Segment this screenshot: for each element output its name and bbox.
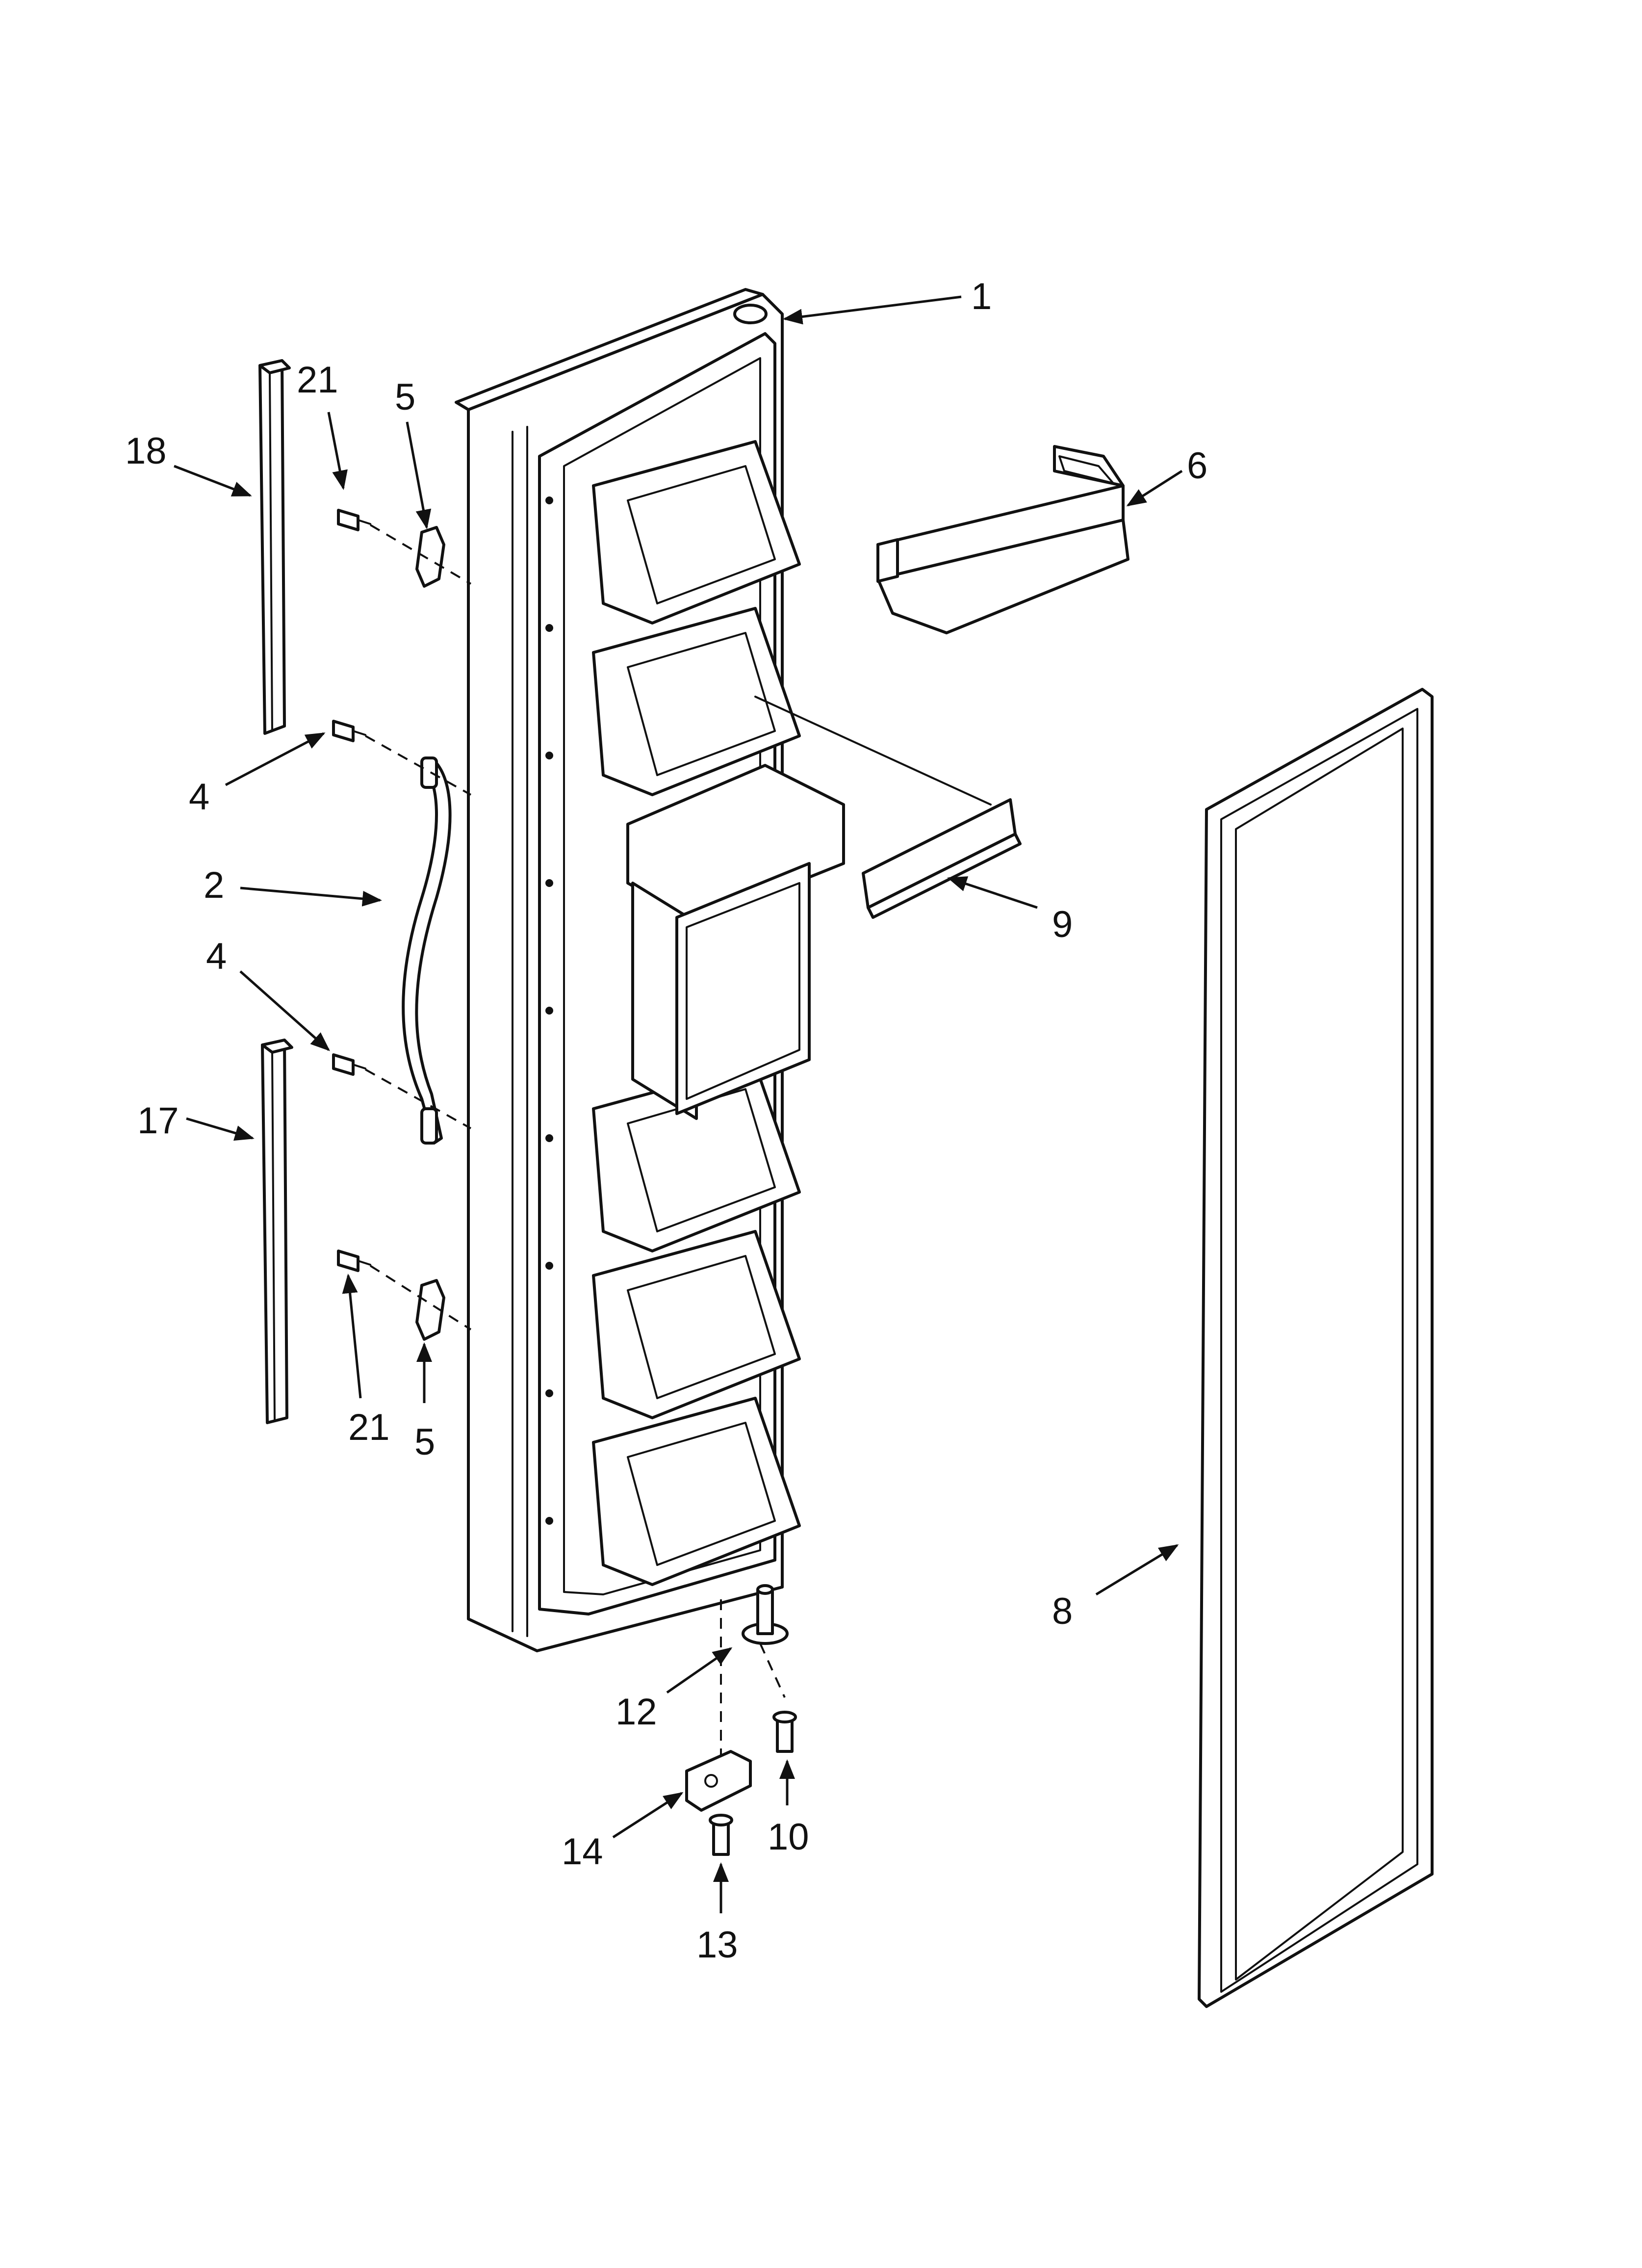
alignment-lines: [365, 524, 786, 1766]
clip-5-upper: [415, 526, 445, 588]
callout-13: 13: [696, 1924, 738, 1966]
clip-5-lower: [415, 1279, 445, 1341]
door-assembly: [455, 288, 845, 1652]
door-gasket: [1198, 688, 1434, 2008]
screw-21-lower: [337, 1250, 371, 1272]
lower-hinge: [742, 1584, 789, 1645]
callout-14: 14: [562, 1831, 603, 1873]
trim-strip-lower: [261, 1039, 293, 1424]
door-handle: [402, 756, 452, 1145]
callout-8: 8: [1052, 1590, 1073, 1632]
door-bin-top: [876, 445, 1129, 634]
door-bins: [592, 440, 801, 1586]
callout-labels: 1 6 18 21 5 4 2 4 17 21 5 9 8 12 10 14 1…: [125, 276, 1207, 1966]
callout-5-lower: 5: [414, 1421, 435, 1463]
screw-4-upper: [332, 720, 366, 742]
bracket-screw-13: [709, 1814, 733, 1856]
hinge-bracket-14: [685, 1750, 752, 1812]
screw-21-upper: [337, 509, 371, 531]
callout-17: 17: [137, 1100, 179, 1142]
callout-21-upper: 21: [297, 359, 338, 401]
callout-10: 10: [768, 1816, 809, 1858]
callout-5-upper: 5: [395, 376, 415, 418]
dispenser-housing: [626, 764, 845, 1120]
callout-2: 2: [204, 864, 224, 906]
callout-4-upper: 4: [189, 776, 209, 818]
callout-12: 12: [616, 1691, 657, 1733]
callout-9: 9: [1052, 904, 1073, 945]
gasket-clip-dots: [545, 496, 553, 1525]
hinge-screw-10: [772, 1711, 797, 1753]
callout-4-lower: 4: [206, 936, 227, 977]
leader-lines: [174, 295, 1183, 1913]
callout-21-lower: 21: [348, 1407, 390, 1448]
callout-18: 18: [125, 430, 167, 472]
screw-4-lower: [332, 1053, 366, 1076]
callout-1: 1: [971, 276, 992, 317]
callout-6: 6: [1187, 445, 1207, 487]
dispenser-trim-bar: [754, 696, 1022, 919]
trim-strip-upper: [258, 359, 291, 735]
